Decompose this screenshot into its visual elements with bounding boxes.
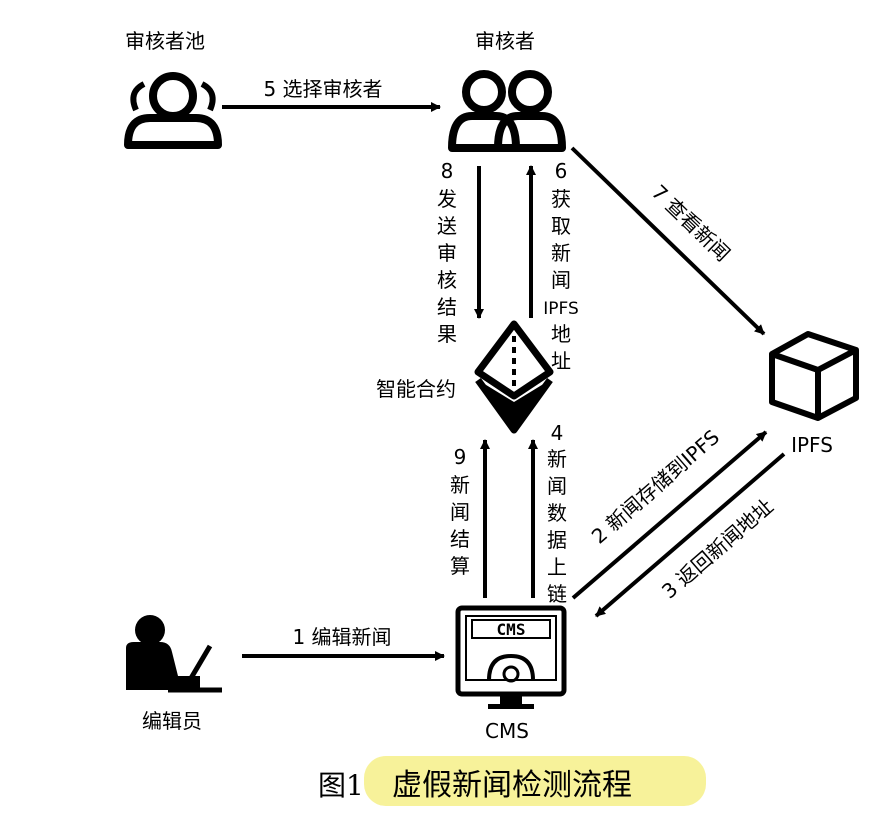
vertical-label-char: 算 <box>450 554 470 578</box>
vertical-label-char: 获 <box>551 187 571 211</box>
vertical-label-char: 上 <box>547 555 567 579</box>
step-6-number: 6 <box>555 159 568 183</box>
vertical-label-char: 新 <box>450 473 470 497</box>
vertical-label-char: 新 <box>551 241 571 265</box>
figure-title: 虚假新闻检测流程 <box>392 768 632 803</box>
arrow-step-2 <box>571 430 768 600</box>
reviewers-label: 审核者 <box>475 29 535 53</box>
reviewer-pool-icon <box>124 72 222 149</box>
cms-label: CMS <box>485 719 529 743</box>
vertical-label-char: 结 <box>437 295 457 319</box>
step-7-label: 7 查看新闻 <box>647 180 735 266</box>
step-5-label: 5 选择审核者 <box>263 77 382 101</box>
vertical-label-char: 果 <box>437 322 457 346</box>
editor-label: 编辑员 <box>142 709 202 733</box>
vertical-label-char: 发 <box>437 187 457 211</box>
vertical-label-char: 新 <box>547 447 567 471</box>
vertical-label-char: 核 <box>437 268 457 292</box>
figure-number: 图1 <box>318 769 364 802</box>
vertical-label-char: 链 <box>547 582 567 606</box>
cms-screen-label: CMS <box>497 620 526 639</box>
step-8-label: 发送审核结果 <box>437 187 457 346</box>
vertical-label-char: 数 <box>547 501 567 525</box>
step-6-label: 获取新闻 IPFS 地址 <box>543 187 579 373</box>
arrow-step-7 <box>570 146 766 336</box>
vertical-label-char: 地 <box>551 322 571 346</box>
step-4-number: 4 <box>551 421 564 445</box>
vertical-label-char: 送 <box>437 214 457 238</box>
vertical-label-char: 址 <box>551 349 571 373</box>
vertical-label-char: IPFS <box>543 299 579 319</box>
cms-monitor-icon: CMS <box>455 605 567 709</box>
vertical-label-char: 取 <box>551 214 571 238</box>
step-4-label: 新闻数据上链 <box>547 447 567 606</box>
caption-highlight <box>364 756 706 806</box>
editor-icon <box>126 615 222 693</box>
step-8-number: 8 <box>441 159 454 183</box>
vertical-label-char: 审 <box>437 241 457 265</box>
reviewers-icon <box>448 70 566 152</box>
vertical-label-char: 闻 <box>547 474 567 498</box>
ipfs-cube-icon <box>769 331 859 421</box>
vertical-label-char: 结 <box>450 527 470 551</box>
smart-contract-label: 智能合约 <box>376 377 456 401</box>
vertical-label-char: 据 <box>547 528 567 552</box>
vertical-label-char: 闻 <box>450 500 470 524</box>
ipfs-label: IPFS <box>791 433 833 457</box>
ethereum-icon <box>474 320 554 434</box>
step-9-label: 新闻结算 <box>450 473 470 578</box>
step-1-label: 1 编辑新闻 <box>292 625 391 649</box>
step-9-number: 9 <box>454 445 467 469</box>
reviewer-pool-label: 审核者池 <box>125 29 205 53</box>
arrow-step-3 <box>594 452 786 618</box>
vertical-label-char: 闻 <box>551 268 571 292</box>
